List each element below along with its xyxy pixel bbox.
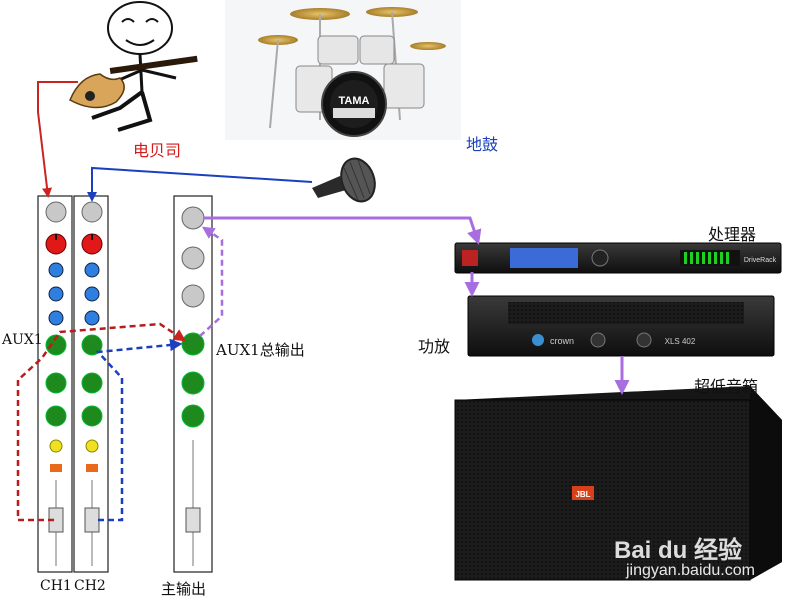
bass-player-illustration xyxy=(69,1,198,132)
processor-label: 处理器 xyxy=(708,225,757,244)
bass-label: 电贝司 xyxy=(133,141,182,160)
subwoofer-label: 超低音箱 xyxy=(694,377,759,396)
amp-model-text: XLS 402 xyxy=(665,337,696,346)
aux1-to-output-line xyxy=(199,226,224,337)
processor-brand-text: DriveRack xyxy=(744,257,777,264)
bass-to-ch1-line xyxy=(37,81,78,198)
ch2-knobs xyxy=(81,201,103,566)
main-out-label: 主输出 xyxy=(161,580,207,598)
ch1-label: CH1 xyxy=(40,578,72,594)
drums-label: 地鼓 xyxy=(466,135,499,154)
drum-brand-text: TAMA xyxy=(339,95,370,107)
amp-brand-text: crown xyxy=(550,336,574,346)
ch2-label: CH2 xyxy=(74,578,106,594)
drum-kit-illustration: TAMA xyxy=(225,0,461,140)
processor-device: DriveRack xyxy=(454,242,782,274)
ch1-knobs xyxy=(45,201,67,566)
speaker-brand-text: JBL xyxy=(575,490,590,499)
drum-mic-to-ch2-line xyxy=(87,166,313,202)
main-knobs xyxy=(181,206,205,566)
baidu-watermark-logo: Bai du 经验 xyxy=(614,537,743,564)
aux1-master-label: AUX1总输出 xyxy=(216,341,305,359)
baidu-watermark-url: jingyan.baidu.com xyxy=(626,562,755,579)
ch1-aux-send-line xyxy=(16,322,187,522)
ch2-aux-send-line xyxy=(95,338,183,522)
aux1-send-label: AUX1 xyxy=(2,332,43,348)
microphone-icon xyxy=(312,157,376,203)
subwoofer-device: JBL xyxy=(454,386,782,581)
amplifier-device: crown XLS 402 xyxy=(467,295,775,357)
amplifier-label: 功放 xyxy=(418,337,451,356)
output-to-processor-line xyxy=(204,216,482,245)
